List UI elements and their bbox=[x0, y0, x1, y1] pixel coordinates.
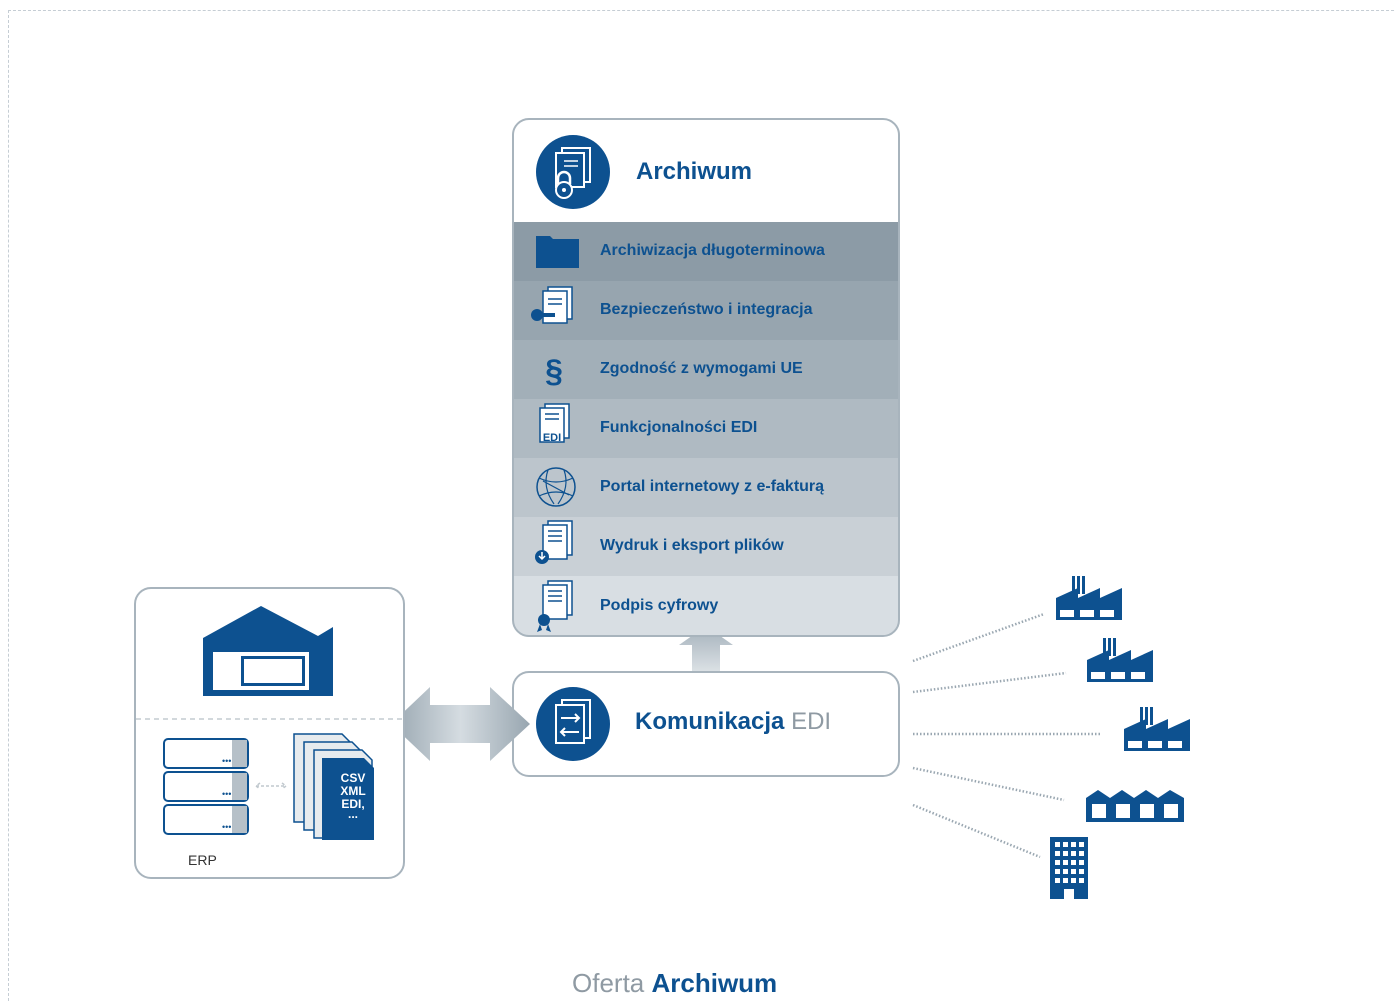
archive-box bbox=[512, 118, 900, 637]
office-building-icon bbox=[1050, 837, 1088, 899]
paragraph-icon: § bbox=[545, 353, 563, 389]
feature-label: Zgodność z wymogami UE bbox=[600, 360, 803, 377]
factory-icon bbox=[1124, 707, 1190, 751]
download-document-icon bbox=[535, 520, 573, 564]
edi-exchange-icon bbox=[536, 687, 610, 761]
partner-connections bbox=[912, 612, 1100, 859]
svg-text:§: § bbox=[545, 353, 563, 389]
up-arrow bbox=[679, 626, 733, 680]
page-frame bbox=[8, 10, 1395, 1001]
feature-row-bg bbox=[513, 281, 899, 340]
factory-icon bbox=[1087, 638, 1153, 682]
svg-text:•••: ••• bbox=[222, 789, 231, 799]
small-exchange-arrow bbox=[254, 782, 288, 790]
edi-title-light: EDI bbox=[791, 708, 832, 735]
document-stack-icon bbox=[293, 733, 374, 840]
edi-title: Komunikacja EDI bbox=[635, 708, 831, 736]
svg-text:EDI: EDI bbox=[543, 432, 561, 444]
archive-lock-icon bbox=[536, 135, 610, 209]
edi-document-icon: EDI bbox=[539, 403, 570, 444]
key-document-icon bbox=[531, 286, 573, 324]
doc-format-label: ... bbox=[347, 807, 358, 821]
footer-text-light: Oferta bbox=[572, 968, 645, 998]
feature-row-bg bbox=[513, 399, 899, 458]
certificate-document-icon bbox=[537, 580, 573, 632]
feature-label: Portal internetowy z e-fakturą bbox=[600, 478, 825, 495]
feature-label: Bezpieczeństwo i integracja bbox=[600, 301, 813, 318]
server-stack-icon: ••• ••• ••• bbox=[163, 738, 249, 835]
warehouse-icon bbox=[203, 606, 333, 696]
footer-title: Oferta Archiwum bbox=[572, 968, 777, 999]
bidirectional-arrow bbox=[391, 687, 530, 761]
feature-label: Podpis cyfrowy bbox=[600, 597, 719, 614]
svg-text:•••: ••• bbox=[222, 822, 231, 832]
feature-label: Archiwizacja długoterminowa bbox=[600, 242, 825, 259]
globe-icon bbox=[536, 467, 576, 507]
feature-label: Wydruk i eksport plików bbox=[600, 537, 784, 554]
feature-row-bg bbox=[513, 340, 899, 399]
doc-format-label: XML bbox=[340, 784, 366, 798]
doc-format-label: CSV bbox=[340, 771, 366, 785]
feature-row-bg bbox=[513, 458, 899, 517]
folder-icon bbox=[536, 236, 579, 268]
factory-icon bbox=[1056, 576, 1122, 620]
feature-row-bg bbox=[513, 517, 899, 576]
warehouse-row-icon bbox=[1086, 790, 1184, 822]
edi-title-bold: Komunikacja bbox=[635, 708, 785, 735]
doc-format-label: EDI, bbox=[341, 797, 365, 811]
svg-text:•••: ••• bbox=[222, 756, 231, 766]
footer-text-bold: Archiwum bbox=[651, 968, 778, 998]
feature-label: Funkcjonalności EDI bbox=[600, 419, 758, 436]
feature-row-bg bbox=[513, 576, 899, 636]
archive-title: Archiwum bbox=[636, 158, 753, 185]
erp-label: ERP bbox=[188, 852, 217, 868]
